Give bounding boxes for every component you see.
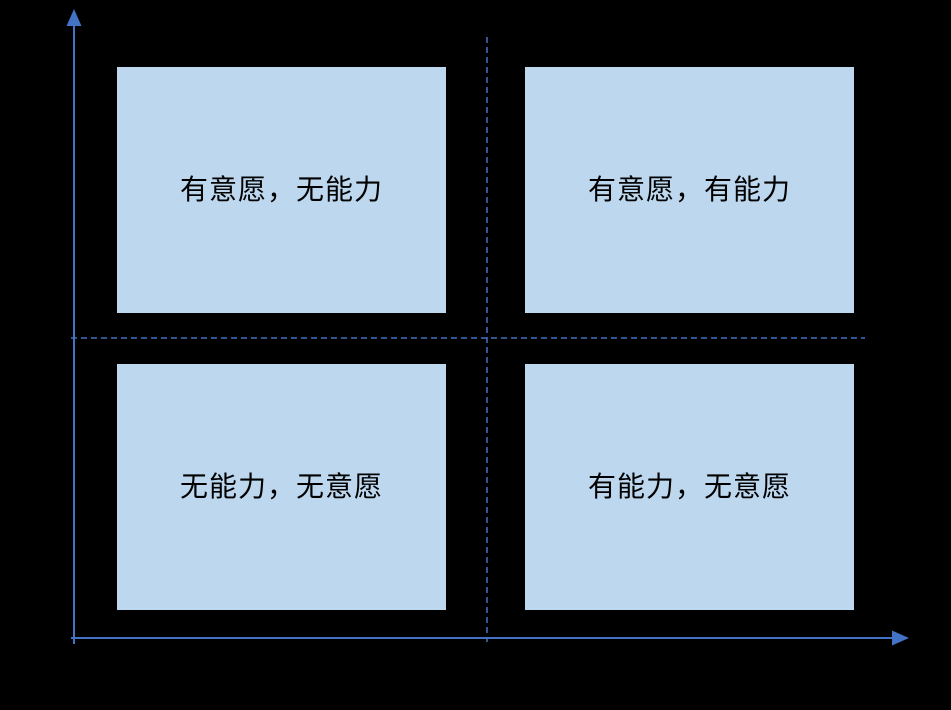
quadrant-bottom-left: 无能力，无意愿 — [117, 364, 446, 610]
x-axis-arrowhead-icon — [892, 630, 909, 646]
quadrant-top-right: 有意愿，有能力 — [525, 67, 854, 313]
quadrant-bottom-right-label: 有能力，无意愿 — [587, 471, 791, 502]
quadrant-top-right-label: 有意愿，有能力 — [587, 174, 791, 205]
quadrant-bottom-left-label: 无能力，无意愿 — [179, 471, 383, 502]
y-axis-arrowhead-icon — [66, 9, 82, 26]
quadrant-bottom-right: 有能力，无意愿 — [525, 364, 854, 610]
quadrant-top-left-label: 有意愿，无能力 — [179, 174, 383, 205]
quadrant-top-left: 有意愿，无能力 — [117, 67, 446, 313]
